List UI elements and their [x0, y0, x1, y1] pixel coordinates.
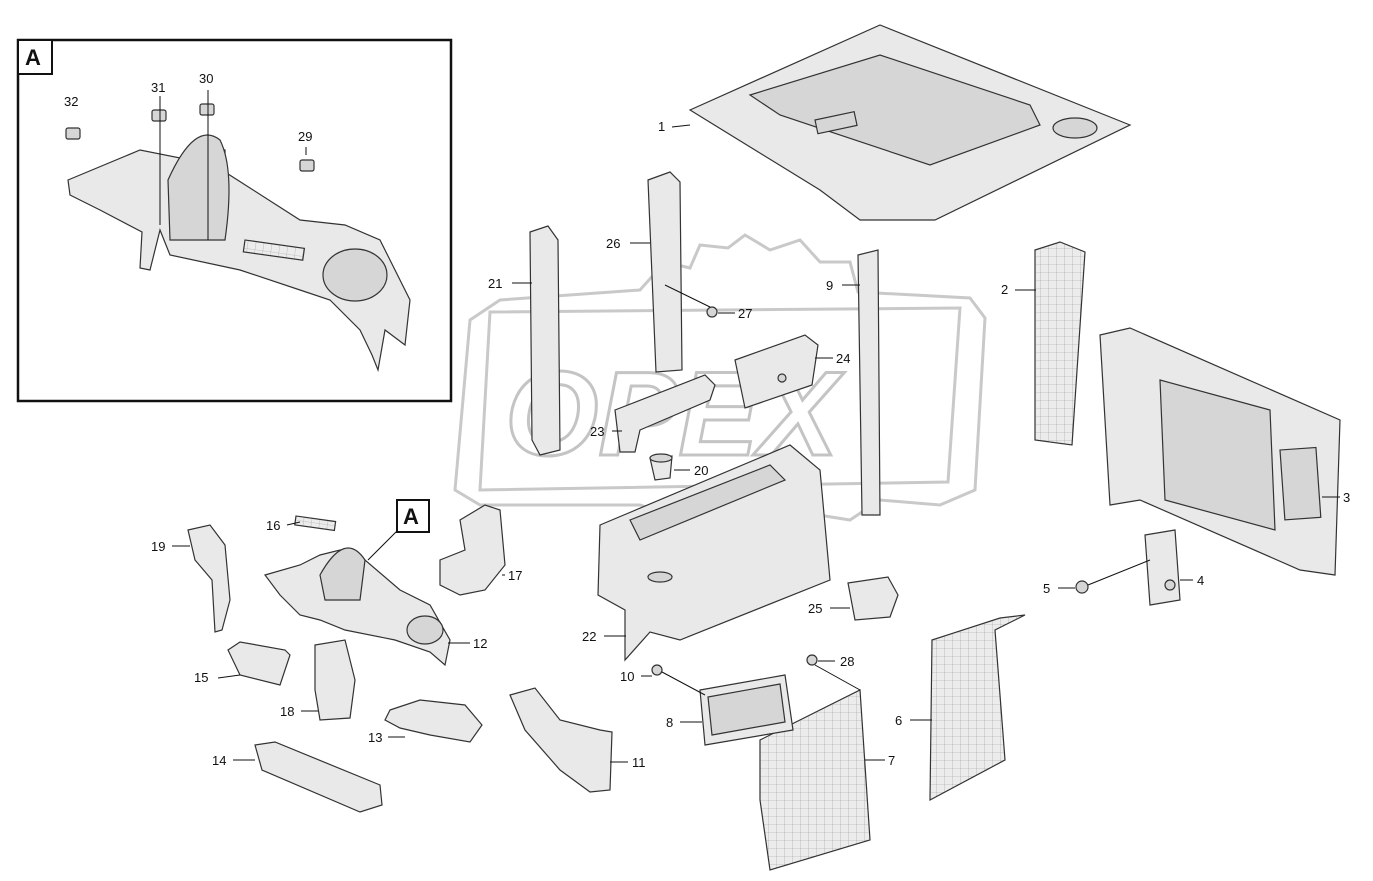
callout-14: 14: [212, 753, 226, 768]
callout-20: 20: [694, 463, 708, 478]
callout-8: 8: [666, 715, 673, 730]
callout-10: 10: [620, 669, 634, 684]
part-28-screw: 28: [806, 654, 861, 691]
part-27-screw: 27: [664, 284, 752, 321]
callout-11: 11: [632, 755, 646, 770]
callout-18: 18: [280, 704, 294, 719]
part-19-bracket: 19: [151, 524, 231, 633]
part-3-rear-panel: 3: [1099, 327, 1350, 576]
part-5-clip: 5: [1043, 559, 1151, 596]
inset-label: A: [25, 45, 41, 70]
callout-30: 30: [199, 71, 213, 86]
part-10-screw: 10: [620, 664, 706, 696]
callout-28: 28: [840, 654, 854, 669]
part-6-side-carpet: 6: [895, 614, 1026, 802]
cap-30: [199, 103, 215, 116]
part-17-duct-elbow: 17: [439, 504, 522, 596]
part-18-duct-box: 18: [280, 639, 356, 721]
part-4-cover: 4: [1144, 529, 1204, 606]
part-11-lower-trim: 11: [509, 687, 646, 793]
callout-27: 27: [738, 306, 752, 321]
part-1-roof-liner: 1: [658, 24, 1132, 221]
part-8-tray: 8: [666, 674, 794, 746]
callout-26: 26: [606, 236, 620, 251]
part-20-cup: 20: [649, 453, 708, 481]
callout-5: 5: [1043, 581, 1050, 596]
callout-2: 2: [1001, 282, 1008, 297]
callout-4: 4: [1197, 573, 1204, 588]
view-marker-a: A: [396, 499, 430, 533]
callout-3: 3: [1343, 490, 1350, 505]
callout-7: 7: [888, 753, 895, 768]
part-13-duct: 13: [368, 699, 483, 745]
part-26-pillar: 26: [606, 171, 683, 373]
part-25-bin: 25: [808, 576, 899, 621]
callout-32: 32: [64, 94, 78, 109]
part-14-armrest: 14: [212, 741, 383, 813]
callout-15: 15: [194, 670, 208, 685]
cap-32: [65, 127, 81, 140]
detail-view-a: A 32 31 30 29: [16, 38, 453, 403]
callout-12: 12: [473, 636, 487, 651]
callout-9: 9: [826, 278, 833, 293]
cap-29: [299, 159, 315, 172]
callout-29: 29: [298, 129, 312, 144]
callout-19: 19: [151, 539, 165, 554]
callout-6: 6: [895, 713, 902, 728]
part-24-module: 24: [734, 334, 850, 409]
part-2-pillar-trim: 2: [1001, 241, 1086, 446]
callout-31: 31: [151, 80, 165, 95]
callout-16: 16: [266, 518, 280, 533]
part-7-carpet-panel: 7: [759, 689, 895, 871]
callout-21: 21: [488, 276, 502, 291]
watermark-gear: [453, 233, 987, 534]
callout-1: 1: [658, 119, 665, 134]
part-22-side-console: 22: [582, 444, 831, 662]
callout-24: 24: [836, 351, 850, 366]
part-9-strip: 9: [826, 249, 881, 516]
callout-23: 23: [590, 424, 604, 439]
callout-25: 25: [808, 601, 822, 616]
callout-22: 22: [582, 629, 596, 644]
part-15-vent: 15: [194, 641, 291, 686]
inset-label-box: [17, 39, 53, 75]
part-23-bracket: 23: [590, 374, 716, 453]
cap-31: [151, 109, 167, 122]
part-16-grille: 16: [266, 515, 337, 533]
inset-vent: [242, 239, 306, 261]
view-marker-label: A: [403, 504, 419, 529]
inset-hood: [167, 134, 230, 241]
part-21-pillar: 21: [488, 225, 561, 456]
part-12-dashboard: 12: [263, 529, 487, 667]
callout-17: 17: [508, 568, 522, 583]
callout-13: 13: [368, 730, 382, 745]
inset-speaker: [322, 248, 388, 302]
